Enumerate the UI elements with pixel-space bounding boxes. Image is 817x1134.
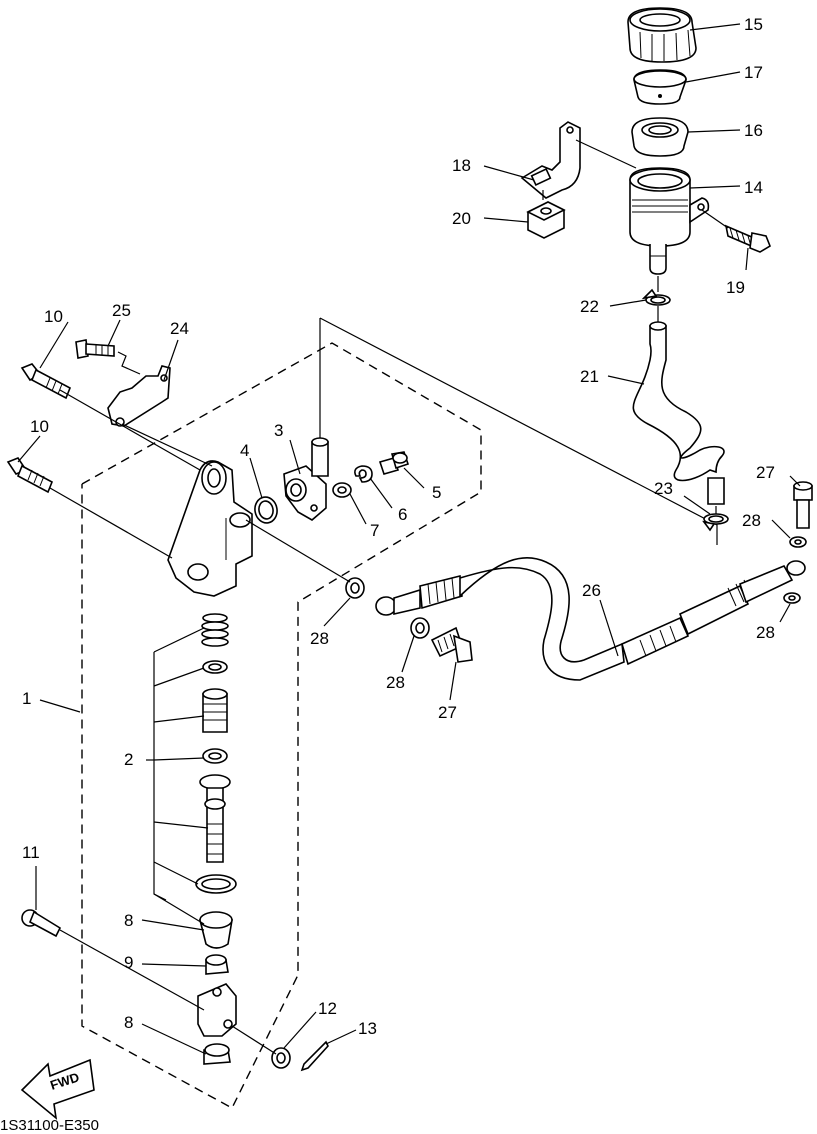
- callout-18: 18: [452, 156, 471, 175]
- callout-9: 9: [124, 953, 133, 972]
- callout-17: 17: [744, 63, 763, 82]
- callout-10-upper: 10: [44, 307, 63, 326]
- washer-part-28-d: [410, 617, 430, 639]
- leader-lines: [17, 23, 801, 1055]
- callout-8-upper: 8: [124, 911, 133, 930]
- callout-28-right: 28: [756, 623, 775, 642]
- master-cylinder-body: [167, 460, 253, 597]
- callout-28-mid: 28: [310, 629, 329, 648]
- union-bolt-part-27-b: [430, 626, 473, 663]
- piston-part: [202, 688, 228, 733]
- bolt-part-10-upper: [20, 363, 72, 400]
- bracket-part-24: [107, 365, 171, 427]
- reservoir-bracket-part-18: [520, 121, 581, 199]
- callout-28-hose: 28: [386, 673, 405, 692]
- drawing-code: 1S31100-E350: [0, 1117, 99, 1134]
- callout-21: 21: [580, 367, 599, 386]
- callout-16: 16: [744, 121, 763, 140]
- fwd-direction-arrow: FWD: [20, 1058, 95, 1120]
- callout-7: 7: [370, 521, 379, 540]
- bracket-line-top: [319, 317, 718, 545]
- callout-20: 20: [452, 209, 471, 228]
- assembly-dashed-outline: [81, 342, 482, 1109]
- callout-24: 24: [170, 319, 189, 338]
- snap-ring-part: [195, 874, 237, 894]
- callout-23: 23: [654, 479, 673, 498]
- push-rod-part: [199, 774, 231, 863]
- callout-27-lower: 27: [438, 703, 457, 722]
- cup-part: [202, 660, 228, 674]
- diaphragm-plate-part-17: [633, 69, 687, 105]
- bolt-part-10-lower: [6, 457, 54, 494]
- washer-part-28-c: [345, 577, 365, 599]
- reservoir-body-part-14: [629, 167, 710, 275]
- pin-part-11: [21, 909, 62, 938]
- callout-28-upper-right: 28: [742, 511, 761, 530]
- washer-part-12: [271, 1047, 291, 1069]
- hose-joint-part-3: [283, 437, 329, 521]
- callout-15: 15: [744, 15, 763, 34]
- callout-3: 3: [274, 421, 283, 440]
- diaphragm-part-16: [631, 117, 689, 157]
- callout-labels: 15 17 16 18 14 20 19 22 21 10 25 24 10 3…: [22, 15, 775, 1038]
- boot-part-8: [198, 911, 233, 949]
- callout-4: 4: [240, 441, 249, 460]
- callout-13: 13: [358, 1019, 377, 1038]
- reservoir-hose-part-21: [632, 321, 725, 505]
- spring-part: [201, 613, 229, 647]
- bolt-part-19: [724, 224, 771, 253]
- hose-clamp-part-22: [641, 288, 671, 306]
- callout-8-lower: 8: [124, 1013, 133, 1032]
- grommet-part-20: [526, 201, 566, 239]
- screw-part-5: [378, 451, 410, 475]
- callout-6: 6: [398, 505, 407, 524]
- clevis-part: [197, 983, 237, 1037]
- callout-25: 25: [112, 301, 131, 320]
- callout-11: 11: [22, 843, 40, 862]
- callout-19: 19: [726, 278, 745, 297]
- callout-27-upper: 27: [756, 463, 775, 482]
- union-bolt-part-27-a: [793, 481, 813, 529]
- washer-part-7: [332, 482, 352, 498]
- circlip-part-6: [354, 465, 373, 483]
- hose-clamp-part-23: [702, 513, 729, 532]
- nut-part-9: [205, 954, 229, 975]
- nut-part-8-lower: [203, 1043, 231, 1065]
- callout-22: 22: [580, 297, 599, 316]
- seal-part: [202, 748, 228, 764]
- callout-2: 2: [124, 750, 133, 769]
- reservoir-cap-part-15: [627, 7, 697, 63]
- callout-10-lower: 10: [30, 417, 49, 436]
- bolt-part-25: [75, 339, 115, 359]
- brake-hose-part-26: [375, 556, 806, 681]
- cotter-pin-part-13: [300, 1040, 329, 1072]
- callout-14: 14: [744, 178, 763, 197]
- callout-26: 26: [582, 581, 601, 600]
- callout-1: 1: [22, 689, 31, 708]
- callout-12: 12: [318, 999, 337, 1018]
- callout-5: 5: [432, 483, 441, 502]
